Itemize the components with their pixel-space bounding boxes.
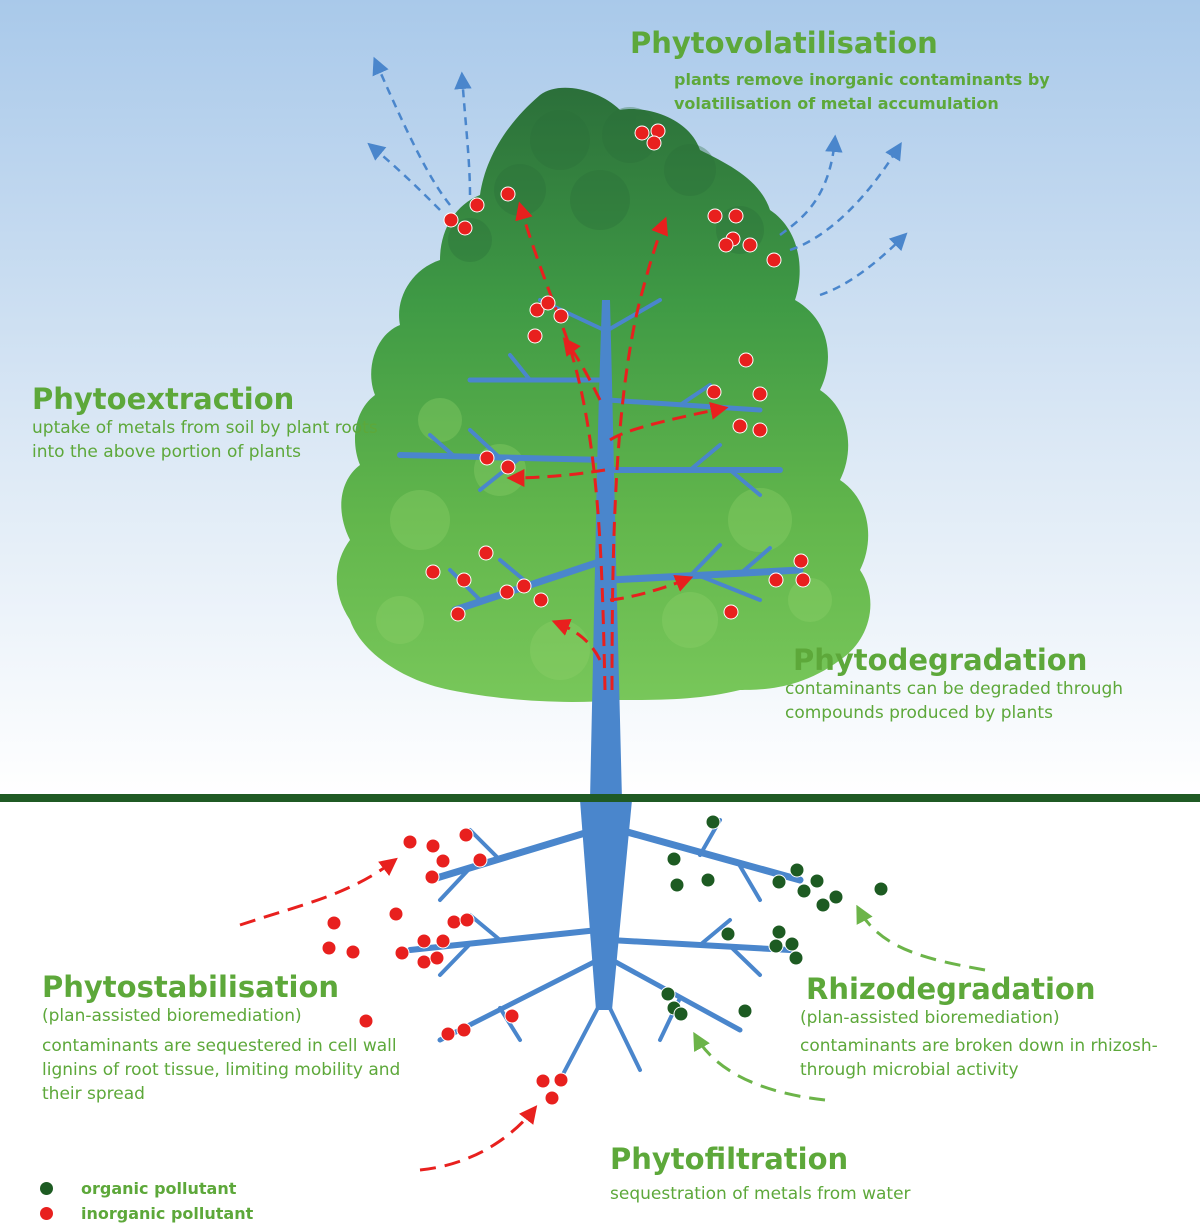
phytoextraction-title: Phytoextraction xyxy=(32,382,295,416)
rhizodegradation-subtitle: (plan-assisted bioremediation) xyxy=(800,1008,1060,1028)
phytostabilisation-label: Phytostabilisation (plan-assisted biorem… xyxy=(42,970,400,1106)
phytoextraction-desc-1: uptake of metals from soil by plant root… xyxy=(32,418,378,438)
organic-dot-icon xyxy=(40,1181,53,1195)
rhizodegradation-desc-1: contaminants are broken down in rhizosh- xyxy=(800,1036,1158,1056)
phytovolatilisation-desc-2: volatilisation of metal accumulation xyxy=(674,94,999,113)
legend-organic-label: organic pollutant xyxy=(81,1178,237,1198)
root-uptake-arrows xyxy=(239,857,986,1172)
inorganic-dot-icon xyxy=(40,1206,53,1220)
phytofiltration-desc: sequestration of metals from water xyxy=(610,1184,911,1204)
volatilisation-arrows xyxy=(367,56,908,297)
extraction-flow-arrows xyxy=(506,201,729,691)
ground-line xyxy=(0,794,1200,802)
legend-inorganic-label: inorganic pollutant xyxy=(81,1203,254,1223)
legend-inorganic: inorganic pollutant xyxy=(40,1203,253,1223)
phytofiltration-label: Phytofiltration sequestration of metals … xyxy=(610,1142,911,1206)
phytodegradation-title: Phytodegradation xyxy=(793,643,1088,677)
phytostabilisation-title: Phytostabilisation xyxy=(42,970,340,1004)
rhizodegradation-desc-2: through microbial activity xyxy=(800,1060,1019,1080)
phytostabilisation-desc-3: their spread xyxy=(42,1084,145,1104)
phytovolatilisation-title: Phytovolatilisation xyxy=(630,26,938,60)
phytovolatilisation-desc-1: plants remove inorganic contaminants by xyxy=(674,70,1050,89)
rhizodegradation-label: Rhizodegradation (plan-assisted bioremed… xyxy=(800,972,1158,1082)
tree-trunk-and-branches xyxy=(397,298,804,800)
phytofiltration-title: Phytofiltration xyxy=(610,1142,849,1176)
phytostabilisation-desc-1: contaminants are sequestered in cell wal… xyxy=(42,1036,397,1056)
phytostabilisation-subtitle: (plan-assisted bioremediation) xyxy=(42,1006,302,1026)
legend-organic: organic pollutant xyxy=(40,1178,236,1198)
phytodegradation-desc-2: compounds produced by plants xyxy=(785,703,1053,723)
inorganic-pollutant-dots xyxy=(321,123,811,1106)
phytostabilisation-desc-2: lignins of root tissue, limiting mobilit… xyxy=(42,1060,401,1080)
organic-pollutant-dots xyxy=(660,814,889,1022)
phytodegradation-desc-1: contaminants can be degraded through xyxy=(785,679,1124,699)
phytodegradation-label: Phytodegradation contaminants can be deg… xyxy=(785,643,1123,725)
phytovolatilisation-label: Phytovolatilisation plants remove inorga… xyxy=(630,26,1050,116)
phytoextraction-desc-2: into the above portion of plants xyxy=(32,442,301,462)
rhizodegradation-title: Rhizodegradation xyxy=(806,972,1096,1006)
phytoextraction-label: Phytoextraction uptake of metals from so… xyxy=(32,382,378,464)
